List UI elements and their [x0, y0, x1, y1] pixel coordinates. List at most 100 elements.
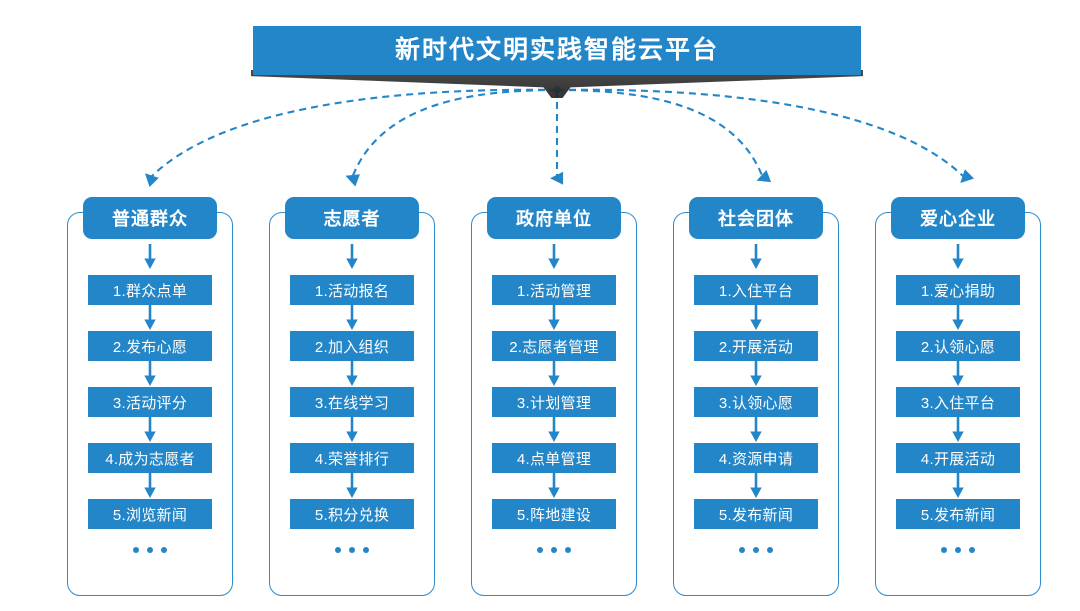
- item-volunteer-5[interactable]: 5.积分兑换: [290, 499, 414, 529]
- dot-icon: [767, 547, 773, 553]
- down-arrow-icon: [750, 473, 762, 498]
- more-items-ellipsis: [941, 547, 975, 553]
- connector-to-social-group: [556, 88, 772, 183]
- column-header-government-unit[interactable]: 政府单位: [487, 197, 621, 239]
- column-items-volunteer: 1.活动报名 2.加入组织 3.在线学习 4.荣誉排行 5.积分兑换: [270, 275, 434, 553]
- item-social-group-1[interactable]: 1.入住平台: [694, 275, 818, 305]
- item-government-unit-4[interactable]: 4.点单管理: [492, 443, 616, 473]
- item-general-public-4[interactable]: 4.成为志愿者: [88, 443, 212, 473]
- more-items-ellipsis: [537, 547, 571, 553]
- header-to-item-arrow: [345, 244, 359, 272]
- step-arrow: [143, 305, 157, 331]
- column-social-group: 社会团体 1.入住平台 2.开展活动 3.认领心愿 4.资源申请 5.发布新闻: [673, 197, 839, 596]
- step-arrow: [951, 305, 965, 331]
- down-arrow-icon: [144, 473, 156, 498]
- item-charity-enterprise-3[interactable]: 3.入住平台: [896, 387, 1020, 417]
- dot-icon: [537, 547, 543, 553]
- item-general-public-1[interactable]: 1.群众点单: [88, 275, 212, 305]
- item-charity-enterprise-4[interactable]: 4.开展活动: [896, 443, 1020, 473]
- item-social-group-5[interactable]: 5.发布新闻: [694, 499, 818, 529]
- step-arrow: [749, 473, 763, 499]
- down-arrow-icon: [548, 473, 560, 498]
- dot-icon: [969, 547, 975, 553]
- item-government-unit-3[interactable]: 3.计划管理: [492, 387, 616, 417]
- column-header-social-group[interactable]: 社会团体: [689, 197, 823, 239]
- down-arrow-icon: [548, 417, 560, 442]
- item-charity-enterprise-1[interactable]: 1.爱心捐助: [896, 275, 1020, 305]
- down-arrow-icon: [548, 361, 560, 386]
- item-government-unit-2[interactable]: 2.志愿者管理: [492, 331, 616, 361]
- header-to-item-arrow: [749, 244, 763, 272]
- column-volunteer: 志愿者 1.活动报名 2.加入组织 3.在线学习 4.荣誉排行 5.积分兑换: [269, 197, 435, 596]
- item-volunteer-4[interactable]: 4.荣誉排行: [290, 443, 414, 473]
- step-arrow: [143, 473, 157, 499]
- item-government-unit-5[interactable]: 5.阵地建设: [492, 499, 616, 529]
- step-arrow: [547, 417, 561, 443]
- dot-icon: [161, 547, 167, 553]
- item-social-group-3[interactable]: 3.认领心愿: [694, 387, 818, 417]
- column-general-public: 普通群众 1.群众点单 2.发布心愿 3.活动评分 4.成为志愿者 5.浏览新闻: [67, 197, 233, 596]
- step-arrow: [951, 473, 965, 499]
- item-general-public-2[interactable]: 2.发布心愿: [88, 331, 212, 361]
- step-arrow: [547, 473, 561, 499]
- down-arrow-icon: [144, 244, 156, 269]
- item-charity-enterprise-2[interactable]: 2.认领心愿: [896, 331, 1020, 361]
- item-charity-enterprise-5[interactable]: 5.发布新闻: [896, 499, 1020, 529]
- item-volunteer-2[interactable]: 2.加入组织: [290, 331, 414, 361]
- header-to-item-arrow: [951, 244, 965, 272]
- item-general-public-5[interactable]: 5.浏览新闻: [88, 499, 212, 529]
- down-arrow-icon: [346, 473, 358, 498]
- column-header-volunteer[interactable]: 志愿者: [285, 197, 419, 239]
- item-volunteer-3[interactable]: 3.在线学习: [290, 387, 414, 417]
- dot-icon: [941, 547, 947, 553]
- step-arrow: [951, 361, 965, 387]
- step-arrow: [345, 417, 359, 443]
- connector-to-volunteer: [345, 88, 558, 187]
- step-arrow: [345, 361, 359, 387]
- dot-icon: [335, 547, 341, 553]
- column-header-general-public[interactable]: 普通群众: [83, 197, 217, 239]
- down-arrow-icon: [346, 417, 358, 442]
- column-charity-enterprise: 爱心企业 1.爱心捐助 2.认领心愿 3.入住平台 4.开展活动 5.发布新闻: [875, 197, 1041, 596]
- down-arrow-icon: [750, 417, 762, 442]
- item-social-group-2[interactable]: 2.开展活动: [694, 331, 818, 361]
- step-arrow: [547, 305, 561, 331]
- dot-icon: [363, 547, 369, 553]
- down-arrow-icon: [750, 244, 762, 269]
- item-social-group-4[interactable]: 4.资源申请: [694, 443, 818, 473]
- step-arrow: [749, 361, 763, 387]
- item-volunteer-1[interactable]: 1.活动报名: [290, 275, 414, 305]
- dot-icon: [739, 547, 745, 553]
- column-header-charity-enterprise[interactable]: 爱心企业: [891, 197, 1025, 239]
- down-arrow-icon: [952, 417, 964, 442]
- item-general-public-3[interactable]: 3.活动评分: [88, 387, 212, 417]
- more-items-ellipsis: [335, 547, 369, 553]
- page-title: 新时代文明实践智能云平台: [394, 36, 719, 64]
- step-arrow: [749, 417, 763, 443]
- column-items-government-unit: 1.活动管理 2.志愿者管理 3.计划管理 4.点单管理 5.阵地建设: [472, 275, 636, 553]
- down-arrow-icon: [548, 305, 560, 330]
- down-arrow-icon: [346, 361, 358, 386]
- down-arrow-icon: [144, 417, 156, 442]
- down-arrow-icon: [144, 361, 156, 386]
- down-arrow-icon: [346, 305, 358, 330]
- step-arrow: [143, 417, 157, 443]
- item-government-unit-1[interactable]: 1.活动管理: [492, 275, 616, 305]
- column-items-general-public: 1.群众点单 2.发布心愿 3.活动评分 4.成为志愿者 5.浏览新闻: [68, 275, 232, 553]
- down-arrow-icon: [952, 244, 964, 269]
- header-to-item-arrow: [143, 244, 157, 272]
- step-arrow: [951, 417, 965, 443]
- step-arrow: [345, 305, 359, 331]
- down-arrow-icon: [144, 305, 156, 330]
- dot-icon: [551, 547, 557, 553]
- dot-icon: [133, 547, 139, 553]
- down-arrow-icon: [952, 305, 964, 330]
- step-arrow: [345, 473, 359, 499]
- dot-icon: [349, 547, 355, 553]
- down-arrow-icon: [952, 473, 964, 498]
- step-arrow: [143, 361, 157, 387]
- more-items-ellipsis: [739, 547, 773, 553]
- column-items-charity-enterprise: 1.爱心捐助 2.认领心愿 3.入住平台 4.开展活动 5.发布新闻: [876, 275, 1040, 553]
- step-arrow: [547, 361, 561, 387]
- dot-icon: [565, 547, 571, 553]
